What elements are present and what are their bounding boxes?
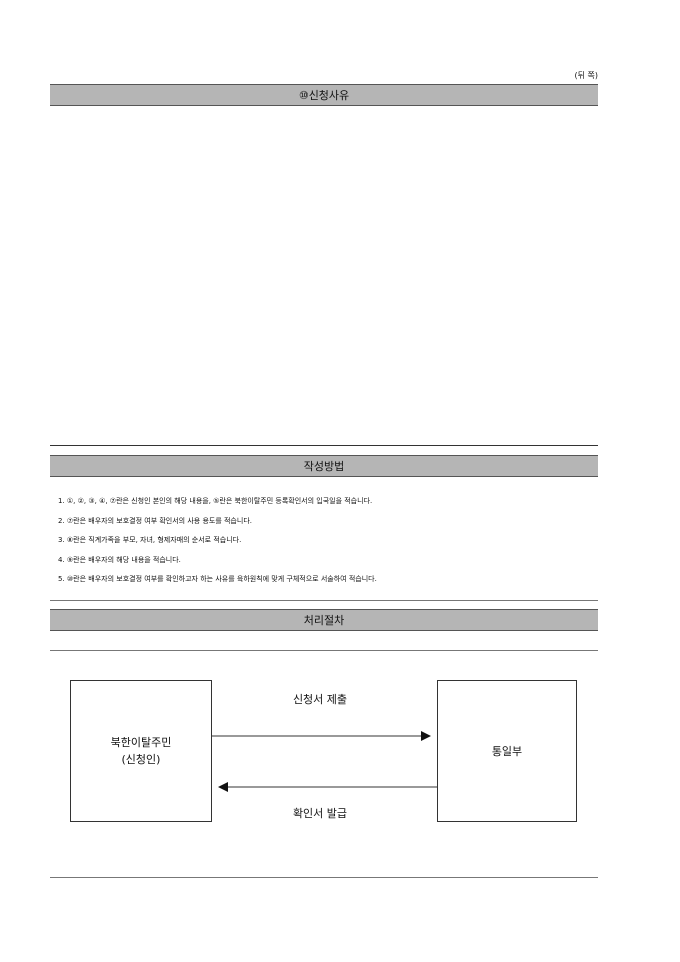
instruction-item: 1. ①, ②, ③, ④, ⑦란은 신청인 본인의 해당 내용을, ⑤란은 북… [58, 497, 373, 505]
instruction-item: 3. ⑧란은 직계가족을 부모, 자녀, 형제자매의 순서로 적습니다. [58, 536, 242, 544]
arrow-right-icon [421, 731, 431, 741]
reason-section-header: ⑩신청사유 [50, 84, 598, 106]
procedure-section-title: 처리절차 [303, 614, 345, 627]
section-divider [50, 445, 598, 446]
page-bottom-divider [50, 877, 598, 878]
applicant-box: 북한이탈주민 (신청인) [70, 680, 212, 822]
submit-flow-label: 신청서 제출 [292, 693, 348, 706]
applicant-label: 북한이탈주민 [110, 736, 172, 749]
ministry-label: 통일부 [491, 744, 523, 758]
section-divider [50, 650, 598, 651]
ministry-box: 통일부 [437, 680, 577, 822]
page-side-note: (뒤 쪽) [574, 71, 598, 80]
instructions-list: 1. ①, ②, ③, ④, ⑦란은 신청인 본인의 해당 내용을, ⑤란은 북… [58, 492, 594, 590]
instructions-section-header: 작성방법 [50, 455, 598, 477]
section-divider [50, 600, 598, 601]
instructions-section-title: 작성방법 [303, 460, 345, 473]
applicant-role-label: (신청인) [121, 753, 161, 766]
arrow-left-icon [218, 782, 228, 792]
reason-section-title: ⑩신청사유 [298, 89, 350, 102]
issue-flow-label: 확인서 발급 [292, 807, 348, 820]
procedure-section-header: 처리절차 [50, 609, 598, 631]
instruction-item: 2. ⑦란은 배우자의 보호결정 여부 확인서의 사용 용도를 적습니다. [58, 516, 252, 525]
instruction-item: 5. ⑩란은 배우자의 보호결정 여부를 확인하고자 하는 사유를 육하원칙에 … [58, 575, 377, 583]
instruction-item: 4. ⑨란은 배우자의 해당 내용을 적습니다. [58, 555, 181, 564]
